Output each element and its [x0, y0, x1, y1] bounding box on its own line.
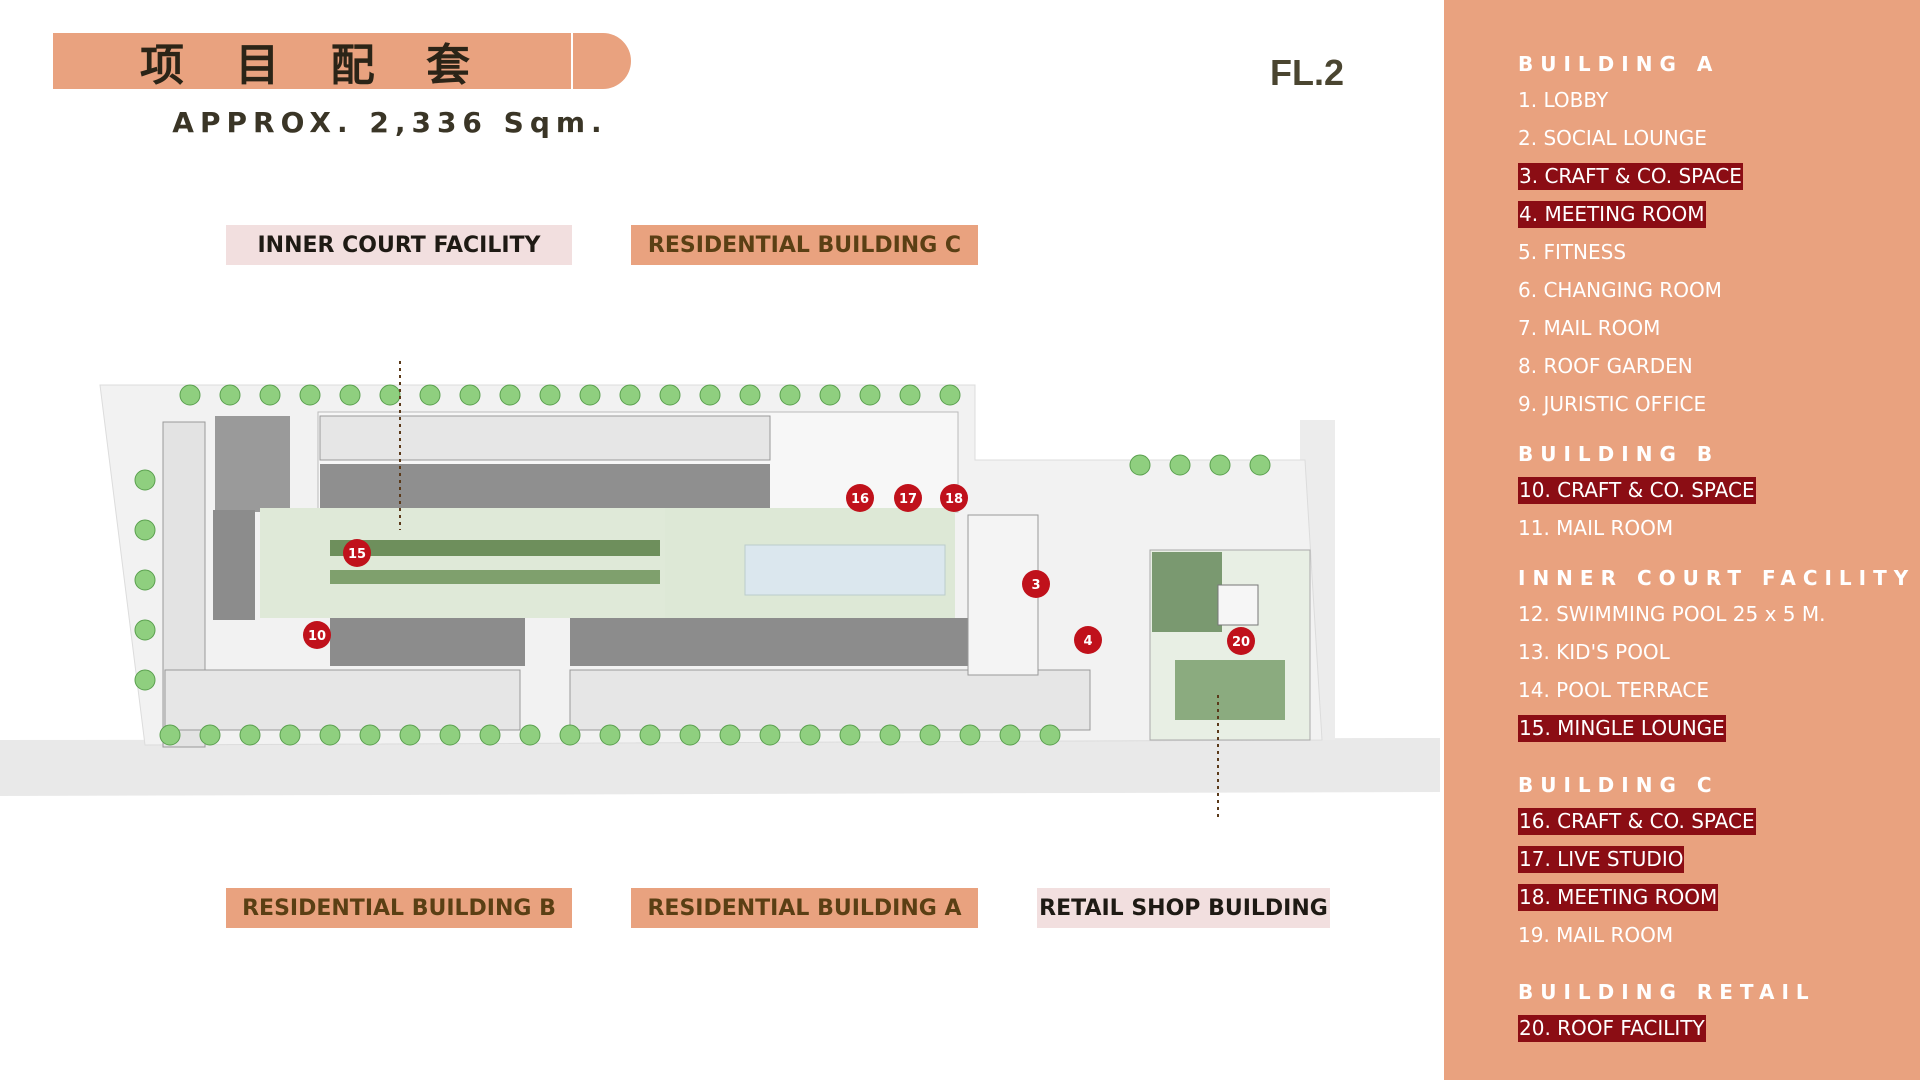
- label-building-b: RESIDENTIAL BUILDING B: [226, 888, 572, 928]
- legend-item: 10. CRAFT & CO. SPACE: [1518, 477, 1756, 504]
- legend-item: 19. MAIL ROOM: [1518, 923, 1674, 947]
- legend-item: 13. KID'S POOL: [1518, 640, 1670, 664]
- marker-17: 17: [894, 484, 922, 512]
- legend-panel: [1444, 0, 1920, 1080]
- legend-item: 8. ROOF GARDEN: [1518, 354, 1693, 378]
- svg-text:18: 18: [945, 492, 963, 507]
- marker-10: 10: [303, 621, 331, 649]
- legend-item: 17. LIVE STUDIO: [1518, 846, 1685, 873]
- legend-item: 16. CRAFT & CO. SPACE: [1518, 808, 1756, 835]
- label-building-c: RESIDENTIAL BUILDING C: [631, 225, 978, 265]
- svg-text:4: 4: [1083, 634, 1092, 649]
- svg-text:15: 15: [348, 547, 366, 562]
- title-divider: [571, 33, 573, 89]
- legend-item: 5. FITNESS: [1518, 240, 1627, 264]
- legend-item: 20. ROOF FACILITY: [1518, 1015, 1706, 1042]
- legend-section-title: BUILDING B: [1518, 442, 1720, 466]
- svg-text:20: 20: [1232, 635, 1250, 650]
- marker-18: 18: [940, 484, 968, 512]
- site-plan: 15 10 16 17 18 3 4 20: [0, 360, 1440, 820]
- legend-item: 14. POOL TERRACE: [1518, 678, 1709, 702]
- title-banner-cap: [575, 33, 631, 89]
- legend-item: 18. MEETING ROOM: [1518, 884, 1719, 911]
- legend-section-title: BUILDING C: [1518, 773, 1719, 797]
- marker-4: 4: [1074, 626, 1102, 654]
- legend-section-title: INNER COURT FACILITY: [1518, 566, 1916, 590]
- marker-15: 15: [343, 539, 371, 567]
- legend-section-title: BUILDING RETAIL: [1518, 980, 1816, 1004]
- label-building-a: RESIDENTIAL BUILDING A: [631, 888, 978, 928]
- legend-item: 9. JURISTIC OFFICE: [1518, 392, 1707, 416]
- svg-text:16: 16: [851, 492, 869, 507]
- marker-20: 20: [1227, 627, 1255, 655]
- marker-3: 3: [1022, 570, 1050, 598]
- marker-16: 16: [846, 484, 874, 512]
- svg-text:10: 10: [308, 629, 326, 644]
- legend-item: 2. SOCIAL LOUNGE: [1518, 126, 1707, 150]
- legend-item: 12. SWIMMING POOL 25 x 5 M.: [1518, 602, 1826, 626]
- legend-item: 7. MAIL ROOM: [1518, 316, 1661, 340]
- title-banner: [53, 33, 575, 89]
- legend-item: 11. MAIL ROOM: [1518, 516, 1674, 540]
- floor-label: FL.2: [1270, 52, 1345, 93]
- svg-text:17: 17: [899, 492, 917, 507]
- svg-text:3: 3: [1031, 578, 1040, 593]
- legend-item: 1. LOBBY: [1518, 88, 1609, 112]
- legend-item: 6. CHANGING ROOM: [1518, 278, 1722, 302]
- legend-item: 15. MINGLE LOUNGE: [1518, 715, 1726, 742]
- page-title: 项 目 配 套: [140, 40, 488, 91]
- legend-item: 3. CRAFT & CO. SPACE: [1518, 163, 1743, 190]
- legend-section-title: BUILDING A: [1518, 52, 1720, 76]
- label-retail: RETAIL SHOP BUILDING: [1037, 888, 1330, 928]
- area-subtitle: APPROX. 2,336 Sqm.: [172, 105, 608, 139]
- label-inner-court: INNER COURT FACILITY: [226, 225, 572, 265]
- legend-item: 4. MEETING ROOM: [1518, 201, 1706, 228]
